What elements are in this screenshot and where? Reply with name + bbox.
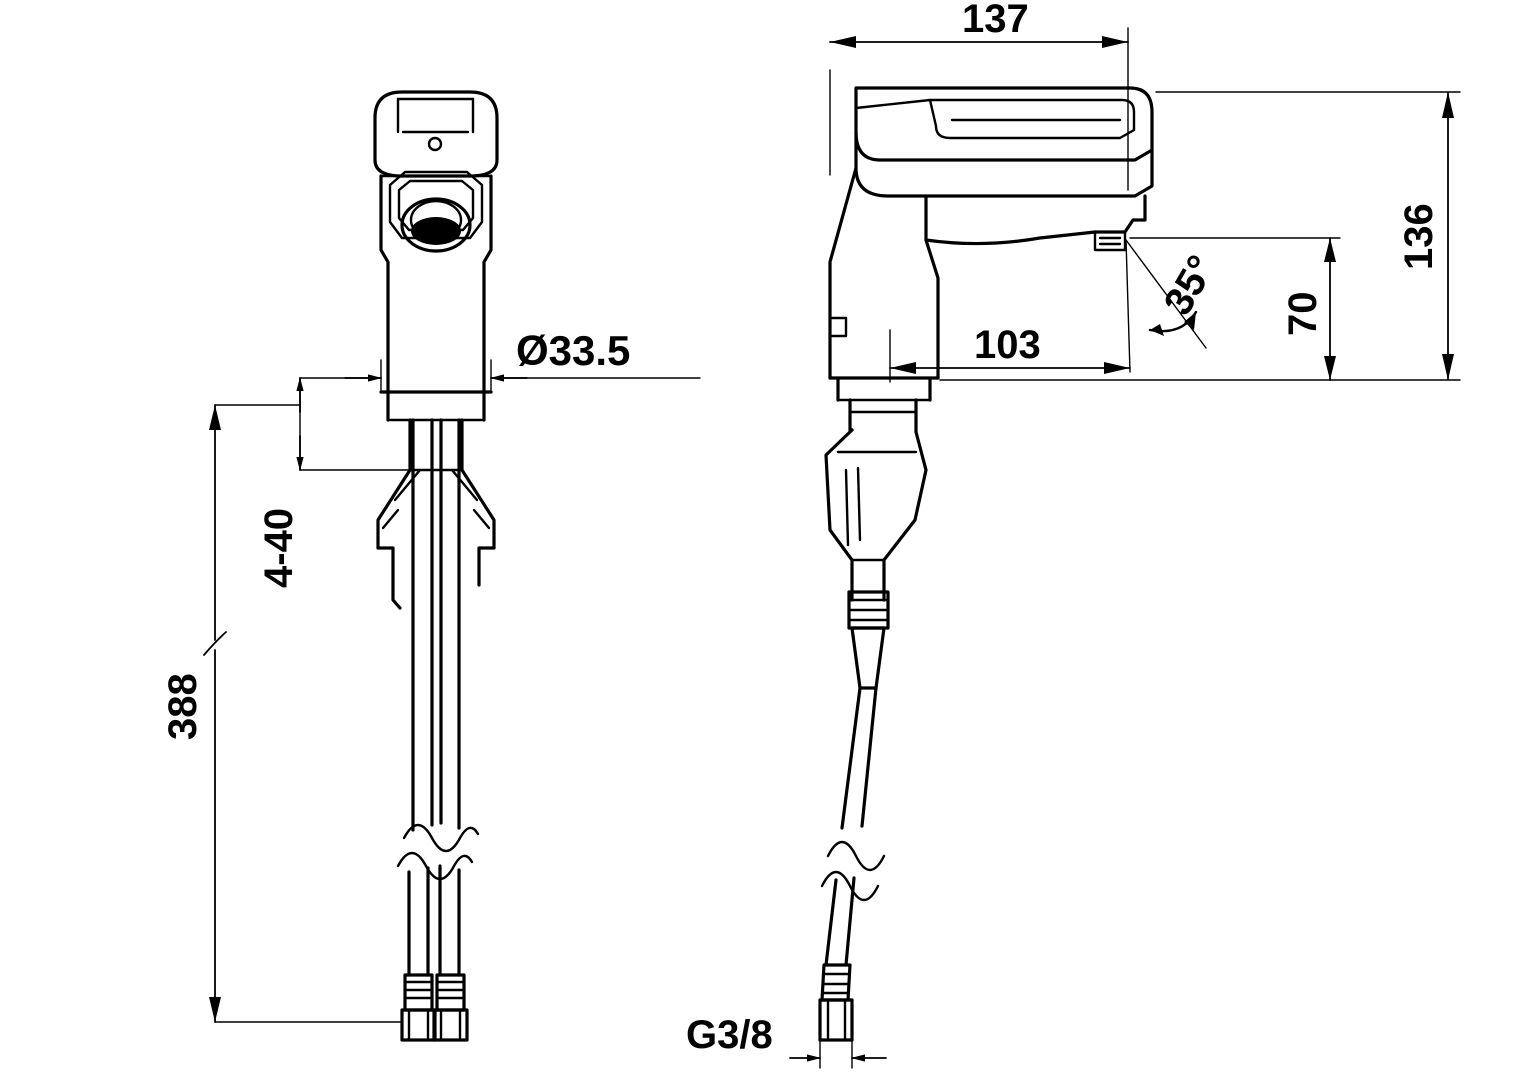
dim-angle: 35° — [1156, 248, 1224, 322]
side-view-dimensions: 137 136 70 103 35° — [686, 0, 1461, 1069]
front-view-dimensions: Ø33.5 4-40 388 — [161, 327, 701, 1023]
dim-height-spout: 70 — [1281, 292, 1325, 337]
dim-diameter: Ø33.5 — [516, 327, 630, 374]
dim-reach: 103 — [974, 323, 1041, 367]
side-view-geometry — [818, 86, 1154, 1042]
front-view-geometry — [373, 90, 499, 1042]
dim-total-length: 388 — [161, 673, 205, 740]
dim-reach-top: 137 — [962, 0, 1029, 41]
dim-connection-thread: G3/8 — [686, 1013, 773, 1057]
dim-thread-range: 4-40 — [257, 508, 301, 588]
dim-height-total: 136 — [1397, 203, 1441, 270]
